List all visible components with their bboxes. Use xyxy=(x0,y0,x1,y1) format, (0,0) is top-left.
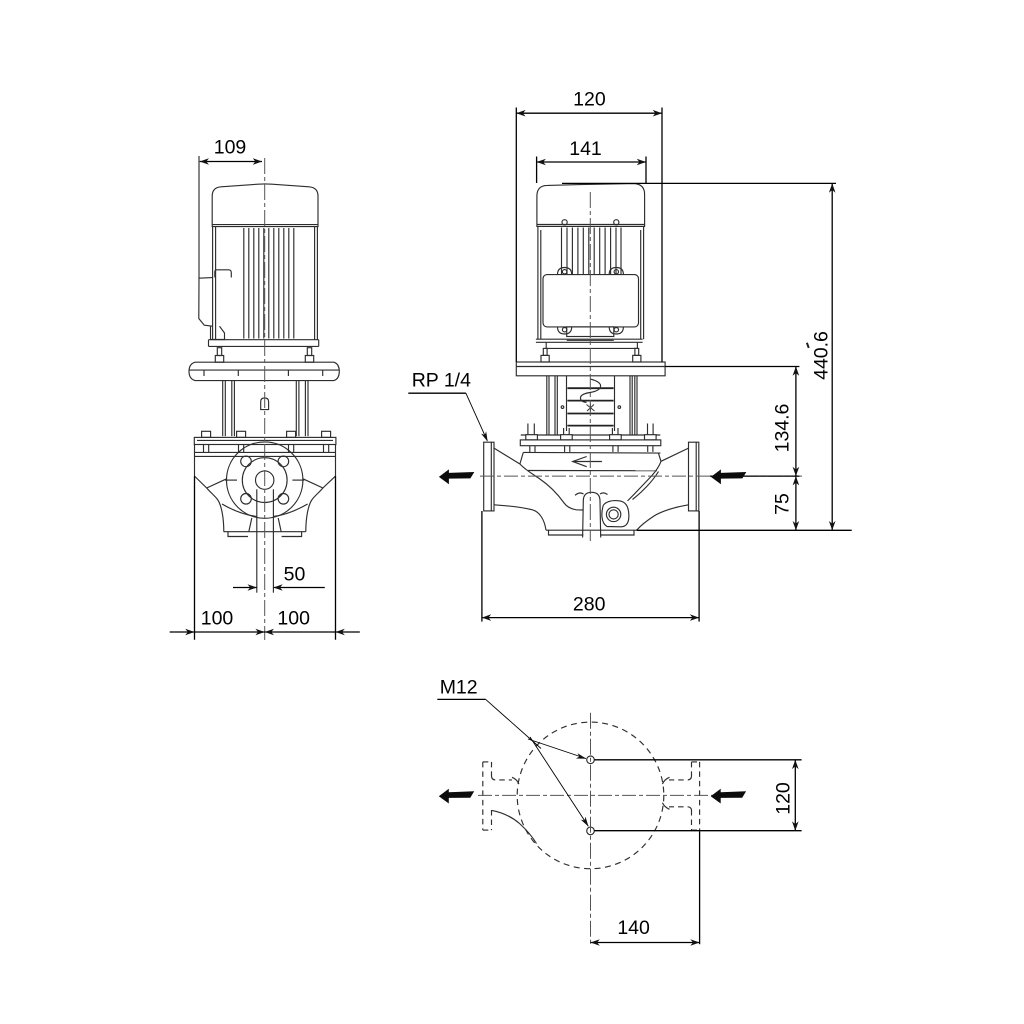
svg-text:280: 280 xyxy=(573,594,606,616)
svg-text:75: 75 xyxy=(771,493,793,515)
svg-text:50: 50 xyxy=(284,564,306,586)
svg-text:M12: M12 xyxy=(440,677,478,699)
svg-text:134.6: 134.6 xyxy=(771,404,793,453)
svg-text:120: 120 xyxy=(772,782,794,815)
svg-text:RP 1/4: RP 1/4 xyxy=(412,369,471,391)
svg-text:140: 140 xyxy=(617,917,650,939)
svg-text:100: 100 xyxy=(201,608,234,630)
svg-text:440.6: 440.6 xyxy=(810,331,832,380)
svg-text:109: 109 xyxy=(214,137,247,159)
svg-text:100: 100 xyxy=(277,608,310,630)
svg-text:120: 120 xyxy=(573,89,606,111)
svg-text:141: 141 xyxy=(569,138,602,160)
